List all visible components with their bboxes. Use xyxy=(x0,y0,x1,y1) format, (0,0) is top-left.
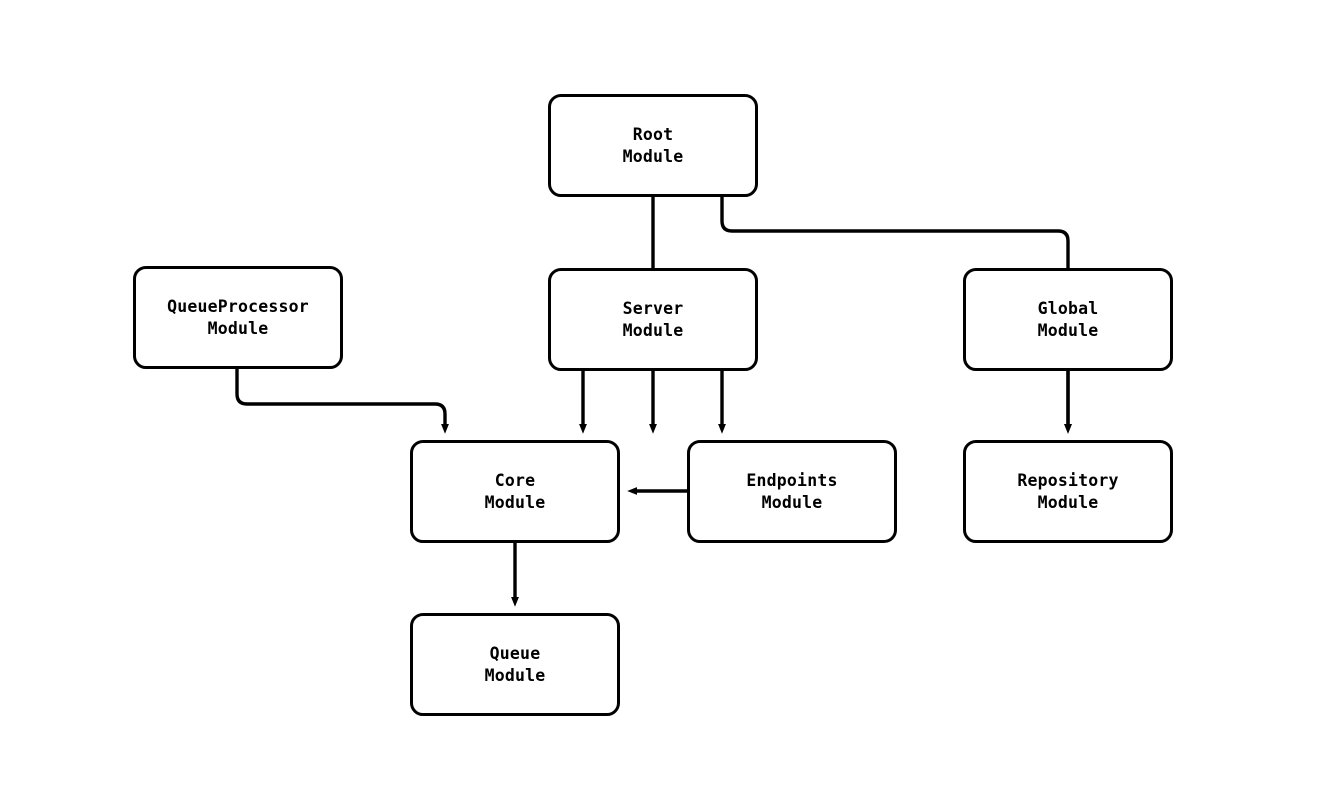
node-label-line1: Repository xyxy=(1017,470,1119,490)
node-endpoints-module[interactable]: Endpoints Module xyxy=(687,440,897,543)
node-label-line2: Module xyxy=(622,320,684,340)
node-label-line2: Module xyxy=(484,665,546,685)
node-label-line1: Core xyxy=(494,470,536,490)
node-label-line1: Endpoints xyxy=(746,470,838,490)
edge-queueprocessor-to-core xyxy=(235,369,449,434)
node-global-module[interactable]: Global Module xyxy=(963,268,1173,371)
node-label-line2: Module xyxy=(1037,492,1099,512)
node-label-line2: Module xyxy=(1037,320,1099,340)
node-label-line1: QueueProcessor xyxy=(167,296,309,316)
node-label-line1: Global xyxy=(1037,298,1099,318)
node-server-module[interactable]: Server Module xyxy=(548,268,758,371)
node-label-line2: Module xyxy=(484,492,546,512)
node-repository-module[interactable]: Repository Module xyxy=(963,440,1173,543)
node-core-module[interactable]: Core Module xyxy=(410,440,620,543)
node-label-line1: Queue xyxy=(489,643,541,663)
node-queue-module[interactable]: Queue Module xyxy=(410,613,620,716)
node-label-line2: Module xyxy=(622,146,684,166)
node-root-module[interactable]: Root Module xyxy=(548,94,758,197)
node-label-line2: Module xyxy=(207,318,269,338)
node-label-line2: Module xyxy=(761,492,823,512)
node-label-line1: Root xyxy=(632,124,674,144)
node-queueprocessor-module[interactable]: QueueProcessor Module xyxy=(133,266,343,369)
node-label-line1: Server xyxy=(622,298,684,318)
